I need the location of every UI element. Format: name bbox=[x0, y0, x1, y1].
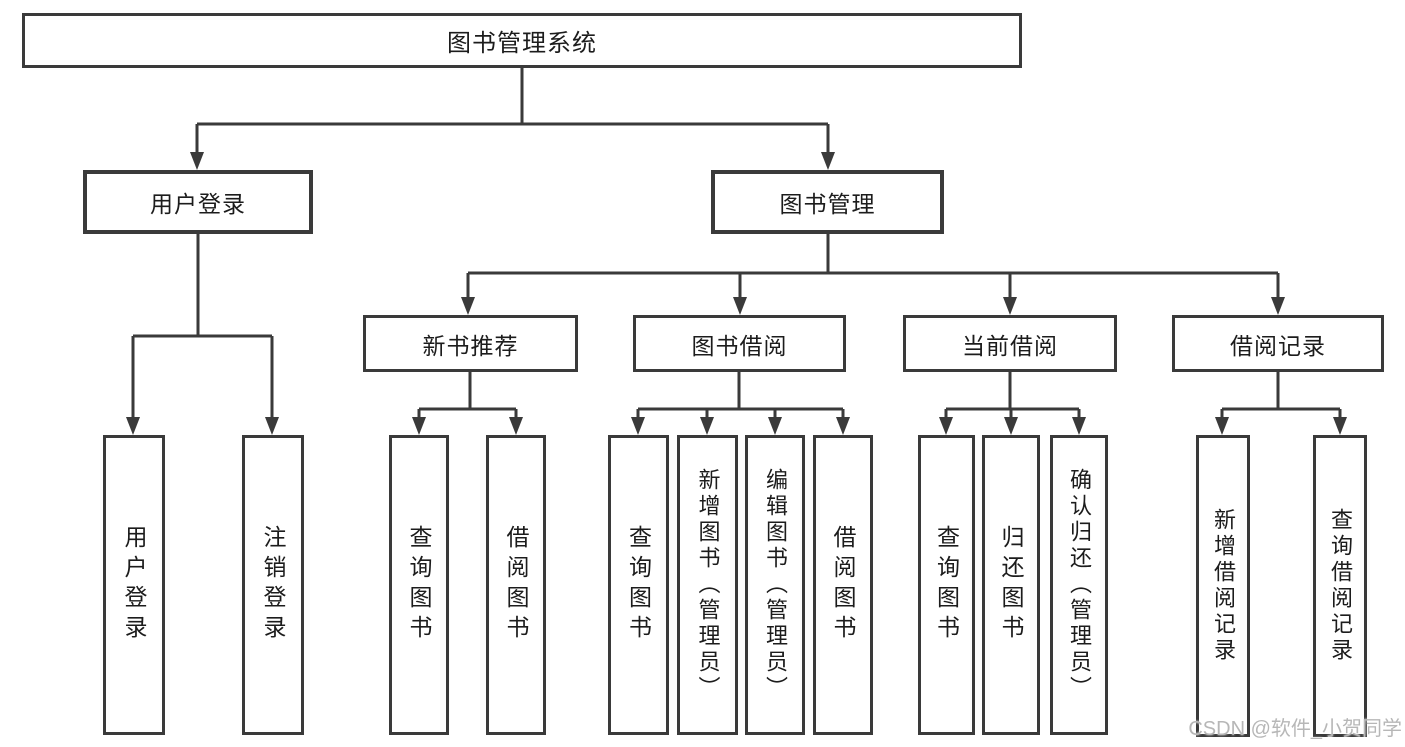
arrow-down-icon bbox=[1072, 417, 1086, 435]
node-borrowing-records: 借阅记录 bbox=[1172, 315, 1384, 372]
arrowheads bbox=[126, 152, 1347, 435]
arrow-down-icon bbox=[631, 417, 645, 435]
arrow-down-icon bbox=[412, 417, 426, 435]
leaf-query-borrow-record: 查询借阅记录 bbox=[1313, 435, 1367, 737]
arrow-down-icon bbox=[768, 417, 782, 435]
connector-lines bbox=[131, 68, 1342, 427]
leaf-query-books-current: 查询图书 bbox=[918, 435, 975, 735]
leaf-query-books-newbook: 查询图书 bbox=[389, 435, 449, 735]
arrow-down-icon bbox=[1215, 417, 1229, 435]
arrow-down-icon bbox=[190, 152, 204, 170]
csdn-watermark: CSDN @软件_小贺同学 bbox=[1188, 718, 1402, 740]
node-root-library-system: 图书管理系统 bbox=[22, 13, 1022, 68]
leaf-add-book-admin: 新增图书（管理员） bbox=[677, 435, 738, 735]
leaf-edit-book-admin: 编辑图书（管理员） bbox=[745, 435, 805, 735]
leaf-user-login: 用户登录 bbox=[103, 435, 165, 735]
node-book-management: 图书管理 bbox=[711, 170, 944, 234]
node-book-borrowing: 图书借阅 bbox=[633, 315, 846, 372]
arrow-down-icon bbox=[733, 297, 747, 315]
arrow-down-icon bbox=[1003, 297, 1017, 315]
arrow-down-icon bbox=[265, 417, 279, 435]
leaf-borrow-books-newbook: 借阅图书 bbox=[486, 435, 546, 735]
node-current-borrowing: 当前借阅 bbox=[903, 315, 1117, 372]
arrow-down-icon bbox=[1271, 297, 1285, 315]
leaf-add-borrow-record: 新增借阅记录 bbox=[1196, 435, 1250, 737]
leaf-query-books-borrowing: 查询图书 bbox=[608, 435, 669, 735]
arrow-down-icon bbox=[1333, 417, 1347, 435]
leaf-confirm-return-admin: 确认归还（管理员） bbox=[1050, 435, 1108, 735]
arrow-down-icon bbox=[700, 417, 714, 435]
node-user-login: 用户登录 bbox=[83, 170, 313, 234]
arrow-down-icon bbox=[461, 297, 475, 315]
arrow-down-icon bbox=[836, 417, 850, 435]
leaf-return-book: 归还图书 bbox=[982, 435, 1040, 735]
arrow-down-icon bbox=[821, 152, 835, 170]
arrow-down-icon bbox=[126, 417, 140, 435]
arrow-down-icon bbox=[1004, 417, 1018, 435]
leaf-logout: 注销登录 bbox=[242, 435, 304, 735]
arrow-down-icon bbox=[939, 417, 953, 435]
leaf-borrow-books-borrowing: 借阅图书 bbox=[813, 435, 873, 735]
arrow-down-icon bbox=[509, 417, 523, 435]
node-new-book-recommend: 新书推荐 bbox=[363, 315, 578, 372]
